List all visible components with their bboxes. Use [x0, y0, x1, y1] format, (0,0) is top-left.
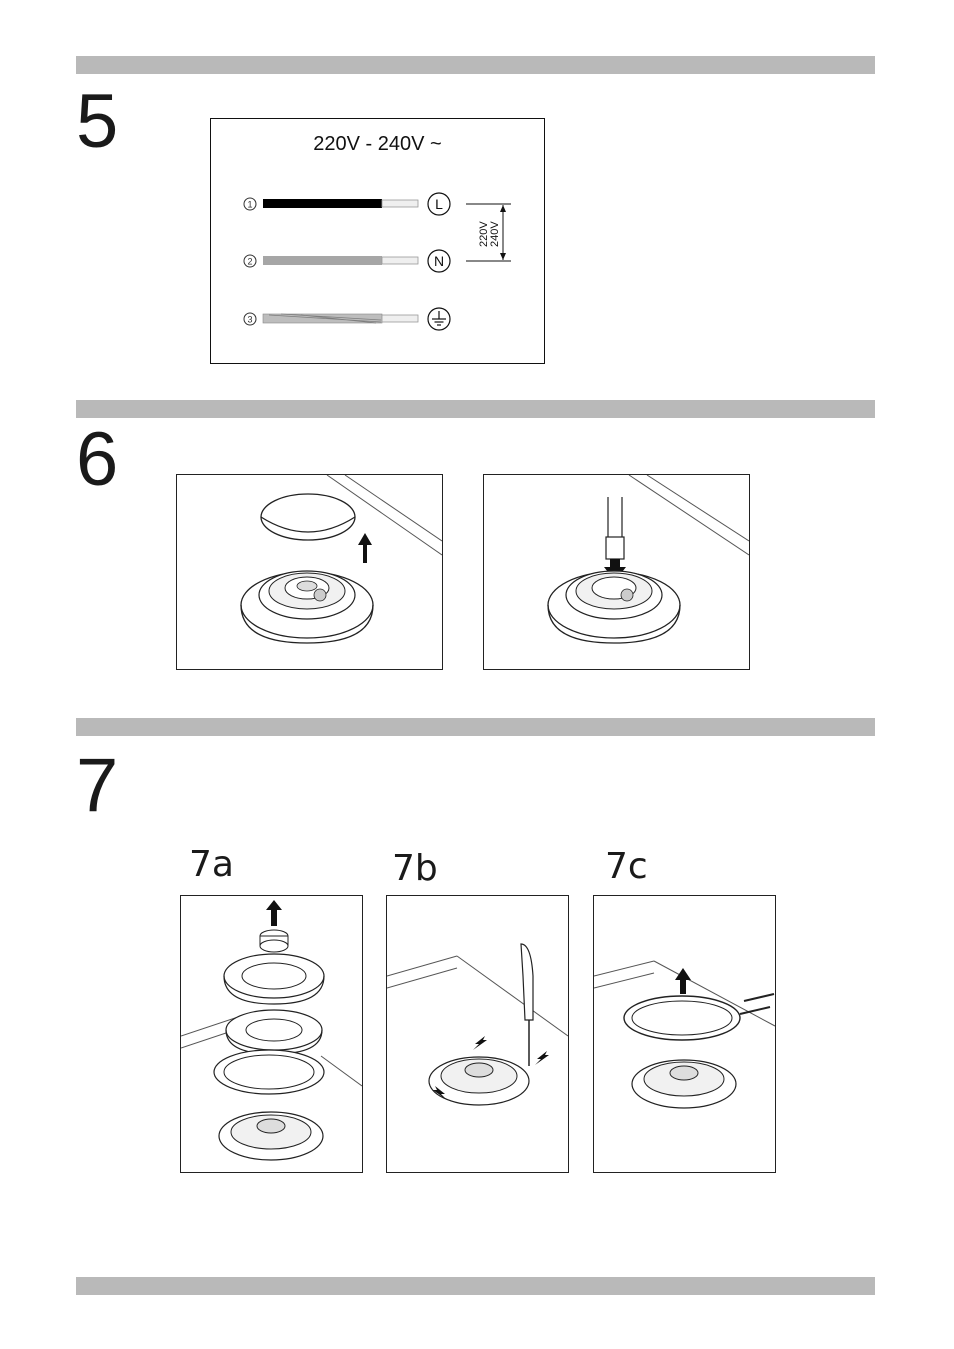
wire-line — [263, 199, 382, 208]
screw-icon — [740, 1007, 770, 1014]
ring-icon — [624, 996, 740, 1040]
wire-index-3: 3 — [247, 315, 252, 325]
step-label-7b: 7b — [392, 851, 438, 887]
terminal-n-label: N — [434, 253, 444, 269]
arrow-icon — [473, 1036, 487, 1050]
arrow-icon — [535, 1051, 549, 1065]
section-number-6: 6 — [76, 422, 118, 498]
wiring-svg: 1 L 2 N 3 220V 240V — [211, 119, 544, 363]
wiring-diagram: 220V - 240V ~ 1 L 2 N 3 220V 240V — [210, 118, 545, 364]
section-divider-6 — [76, 400, 875, 418]
section-number-5: 5 — [76, 84, 118, 160]
screw-icon — [744, 994, 774, 1001]
wire-neutral — [263, 256, 382, 265]
illustration-7a-exploded-burner — [180, 895, 363, 1173]
voltage-label-2: 240V — [489, 221, 501, 247]
illustration-7b-screwdriver — [386, 895, 569, 1173]
wire-index-2: 2 — [247, 257, 252, 267]
arrow-up-icon — [358, 533, 372, 563]
step-label-7c: 7c — [605, 849, 648, 885]
screwdriver-icon — [521, 944, 533, 1020]
illustration-6-remove-cap — [176, 474, 443, 670]
section-divider-7 — [76, 718, 875, 736]
tool-icon — [606, 537, 624, 559]
burner-cap-icon — [261, 494, 355, 540]
section-divider-end — [76, 1277, 875, 1295]
terminal-l-label: L — [435, 196, 443, 212]
section-number-7: 7 — [76, 748, 118, 824]
arrow-up-icon — [675, 968, 691, 994]
step-label-7a: 7a — [189, 847, 234, 883]
arrow-up-icon — [266, 900, 282, 926]
illustration-6-screwdriver — [483, 474, 750, 670]
section-divider-5 — [76, 56, 875, 74]
illustration-7c-remove-ring — [593, 895, 776, 1173]
wire-index-1: 1 — [247, 200, 252, 210]
